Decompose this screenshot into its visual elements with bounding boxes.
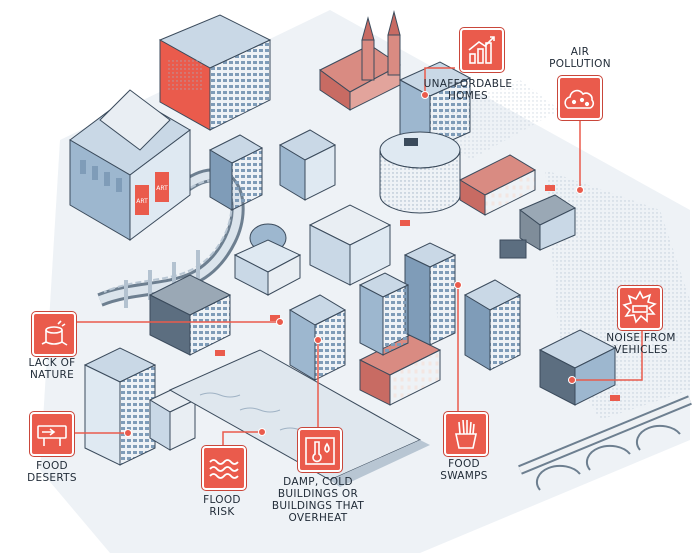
- fries-icon: [455, 419, 477, 449]
- food-swamps-label: FOOD SWAMPS: [428, 458, 500, 482]
- church: [319, 10, 401, 111]
- smoke-cloud-icon: [564, 89, 595, 109]
- round-building: [379, 131, 461, 214]
- callout-lines: [70, 67, 643, 446]
- air-pollution-label: AIR POLLUTION: [545, 46, 615, 70]
- label-line: AIR: [570, 46, 590, 58]
- river: [168, 349, 430, 487]
- bar-chart-house-icon: [468, 36, 495, 64]
- label-line: FOOD: [36, 460, 68, 472]
- label-line: BUILDINGS OR: [277, 488, 359, 500]
- tree-stump-icon: [41, 320, 68, 346]
- label-line: NATURE: [29, 369, 75, 381]
- label-line: UNAFFORDABLE: [423, 78, 513, 90]
- food-deserts-badge: [30, 412, 74, 456]
- damp-cold-buildings-label: DAMP, COLD BUILDINGS OR BUILDINGS THAT O…: [266, 476, 370, 524]
- shopping-centre: [158, 14, 272, 131]
- damp-cold-buildings-badge: [298, 428, 342, 472]
- shopfronts: [499, 194, 617, 406]
- waves-icon: [209, 459, 239, 479]
- unaffordable-homes-label: UNAFFORDABLE HOMES: [418, 78, 518, 102]
- car-noise-icon: [622, 290, 657, 324]
- art-gallery: [69, 89, 191, 241]
- label-line: FOOD: [448, 458, 480, 470]
- label-line: RISK: [209, 506, 235, 518]
- label-line: OVERHEAT: [288, 512, 348, 524]
- label-line: VEHICLES: [614, 344, 668, 356]
- empty-shop-sign-icon: [37, 425, 67, 446]
- label-line: HOMES: [447, 90, 489, 102]
- label-line: NOISE FROM: [606, 332, 676, 344]
- gallery-banner-right: ART: [156, 185, 168, 192]
- flood-risk-badge: [202, 446, 246, 490]
- label-line: BUILDINGS THAT: [271, 500, 365, 512]
- gallery-banner-left: ART: [136, 198, 148, 205]
- unaffordable-homes-badge: [460, 28, 504, 72]
- noise-from-vehicles-badge: [618, 286, 662, 330]
- label-line: DESERTS: [27, 472, 77, 484]
- bridge: [518, 395, 692, 491]
- food-deserts-label: FOOD DESERTS: [14, 460, 90, 484]
- ground: [40, 10, 690, 553]
- label-line: POLLUTION: [549, 58, 611, 70]
- label-line: LACK OF: [28, 357, 76, 369]
- lack-of-nature-badge: [32, 312, 76, 356]
- label-line: FLOOD: [203, 494, 241, 506]
- thermometer-drop-icon: [305, 437, 335, 465]
- apartment-block: [148, 274, 347, 381]
- callout-pins: [124, 91, 584, 437]
- lack-of-nature-label: LACK OF NATURE: [14, 357, 90, 381]
- food-swamps-badge: [444, 412, 488, 456]
- brick-terraces: [358, 154, 537, 406]
- glass-towers: [358, 242, 522, 371]
- flood-risk-label: FLOOD RISK: [186, 494, 258, 518]
- air-pollution-badge: [558, 76, 602, 120]
- label-line: DAMP, COLD: [283, 476, 353, 488]
- label-line: SWAMPS: [440, 470, 488, 482]
- domed-building: [233, 204, 392, 296]
- lower-left-tower: [83, 347, 197, 466]
- noise-from-vehicles-label: NOISE FROM VEHICLES: [596, 332, 686, 356]
